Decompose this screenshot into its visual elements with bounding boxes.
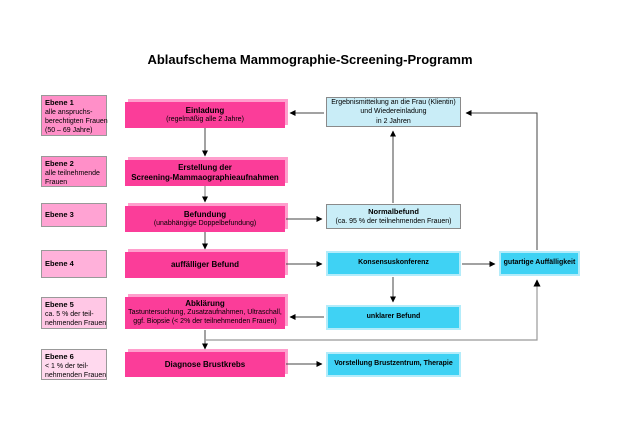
level-box-ebene-6: Ebene 6 < 1 % der teil- nehmenden Frauen: [41, 349, 107, 380]
node-title: Diagnose Brustkrebs: [164, 359, 246, 369]
node-subtitle: (ca. 95 % der teilnehmenden Frauen): [335, 217, 452, 225]
flow-node-konsensuskonferenz: Konsensuskonferenz: [326, 251, 461, 276]
node-title: gutartige Auffälligkeit: [503, 259, 576, 267]
level-box-ebene-3: Ebene 3: [41, 203, 107, 227]
level-name: Ebene 3: [45, 209, 74, 219]
node-title: auffälliger Befund: [170, 260, 239, 269]
level-box-ebene-4: Ebene 4: [41, 250, 107, 278]
level-desc: alle teilnehmende Frauen: [45, 170, 100, 187]
flow-node-unklarer-befund: unklarer Befund: [326, 305, 461, 330]
node-title: Erstellung der Screening-Mammaographieau…: [131, 163, 279, 182]
level-desc: < 1 % der teil- nehmenden Frauen: [45, 363, 107, 380]
node-title: Normalbefund: [368, 207, 419, 217]
level-name: Ebene 6: [45, 352, 74, 361]
level-box-ebene-5: Ebene 5 ca. 5 % der teil- nehmenden Frau…: [41, 297, 107, 329]
level-name: Ebene 2: [45, 159, 74, 168]
node-subtitle: Tastuntersuchung, Zusatzaufnahmen, Ultra…: [128, 309, 282, 325]
node-title: Befundung: [183, 209, 227, 219]
node-subtitle: (regelmäßig alle 2 Jahre): [166, 115, 244, 123]
flow-node-vorstellung-brustzentrum: Vorstellung Brustzentrum, Therapie: [326, 352, 461, 377]
node-title: Vorstellung Brustzentrum, Therapie: [334, 360, 453, 368]
level-name: Ebene 5: [45, 300, 74, 309]
flow-node-erstellung: Erstellung der Screening-Mammaographieau…: [125, 160, 285, 186]
level-name: Ebene 1: [45, 98, 74, 107]
connector-gutartige-ergebnis: [465, 110, 538, 250]
node-title: Abklärung: [185, 299, 225, 309]
page-title: Ablaufschema Mammographie-Screening-Prog…: [147, 52, 473, 67]
level-box-ebene-2: Ebene 2 alle teilnehmende Frauen: [41, 156, 107, 187]
node-subtitle: (unabhängige Doppelbefundung): [153, 219, 257, 227]
level-desc: alle anspruchs- berechtigten Frauen (50 …: [45, 109, 108, 135]
flow-node-abklaerung: Abklärung Tastuntersuchung, Zusatzaufnah…: [125, 297, 285, 329]
node-text: Ergebnismitteilung an die Frau (Klientin…: [331, 98, 456, 125]
flow-node-befundung: Befundung (unabhängige Doppelbefundung): [125, 206, 285, 232]
level-desc: ca. 5 % der teil- nehmenden Frauen: [45, 311, 107, 328]
flow-node-einladung: Einladung (regelmäßig alle 2 Jahre): [125, 102, 285, 128]
flow-node-gutartige-auffaelligkeit: gutartige Auffälligkeit: [499, 251, 580, 276]
flow-node-ergebnismitteilung: Ergebnismitteilung an die Frau (Klientin…: [326, 97, 461, 127]
node-title: unklarer Befund: [366, 313, 421, 321]
level-box-ebene-1: Ebene 1 alle anspruchs- berechtigten Fra…: [41, 95, 108, 136]
flow-node-diagnose-brustkrebs: Diagnose Brustkrebs: [125, 352, 285, 377]
level-name: Ebene 4: [45, 258, 74, 268]
flow-node-normalbefund: Normalbefund (ca. 95 % der teilnehmenden…: [326, 204, 461, 229]
flow-node-auffaelliger-befund: auffälliger Befund: [125, 252, 285, 278]
node-title: Einladung: [185, 105, 225, 115]
node-title: Konsensuskonferenz: [358, 259, 429, 267]
